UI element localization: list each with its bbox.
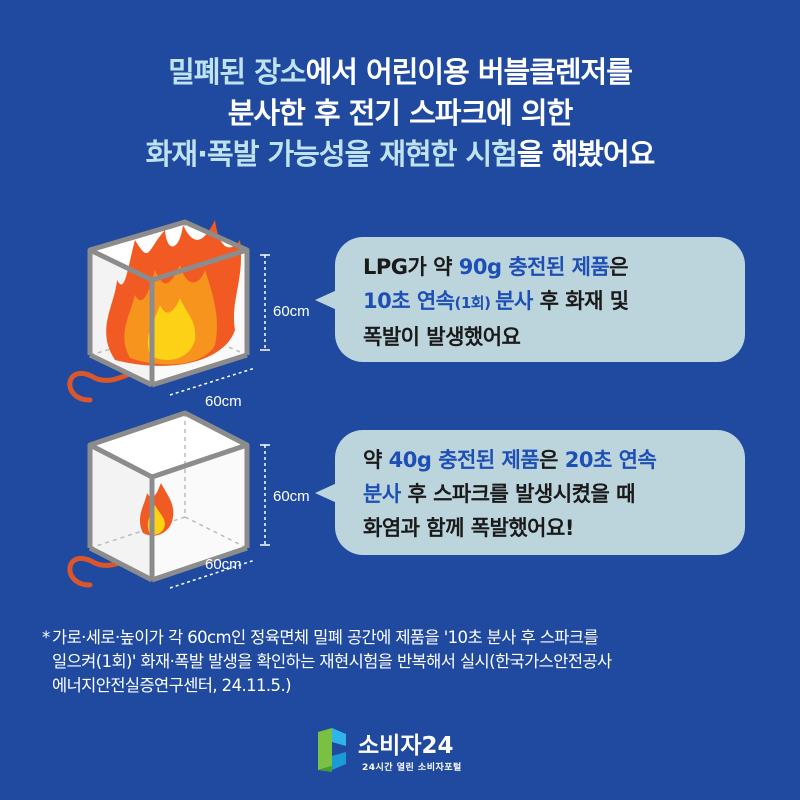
footnote-line-1: 가로·세로·높이가 각 60cm인 정육면체 밀폐 공간에 제품을 '10초 분… — [52, 628, 599, 647]
headline: 밀폐된 장소에서 어린이용 버블클렌저를 분사한 후 전기 스파크에 의한 화재… — [0, 52, 800, 175]
footnote-line-2: 일으켜(1회)' 화재·폭발 발생을 확인하는 재현시험을 반복해서 실시(한국… — [52, 652, 612, 671]
footnote-line-3: 에너지안전실증연구센터, 24.11.5.) — [52, 676, 292, 695]
consumer24-logo: 소비자24 24시간 열린 소비자포털 — [312, 722, 502, 782]
height-label: 60cm — [273, 303, 310, 320]
bubble1-line-2: 10초 연속(1회) 분사 후 화재 및 — [363, 289, 629, 313]
bubble2-line-3: 화염과 함께 폭발했어요! — [363, 516, 574, 540]
logo-name: 소비자24 — [358, 733, 454, 759]
test-cube-small-fire: 60cm 60cm — [67, 410, 310, 589]
consumer24-logo-icon — [318, 728, 346, 772]
headline-line-2: 분사한 후 전기 스파크에 의한 — [227, 96, 574, 130]
result-bubble-2: 약 40g 충전된 제품은 20초 연속 분사 후 스파크를 발생시켰을 때 화… — [315, 430, 745, 555]
footnote: * 가로·세로·높이가 각 60cm인 정육면체 밀폐 공간에 제품을 '10초… — [42, 626, 762, 698]
power-cable — [67, 555, 98, 588]
headline-line-1: 밀폐된 장소에서 어린이용 버블클렌저를 — [168, 55, 633, 89]
fire-icon-large — [106, 220, 242, 366]
height-label: 60cm — [273, 488, 310, 505]
bubble1-line-1: LPG가 약 90g 충전된 제품은 — [363, 255, 629, 279]
depth-label: 60cm — [205, 393, 242, 410]
result-bubble-1: LPG가 약 90g 충전된 제품은 10초 연속(1회) 분사 후 화재 및 … — [315, 237, 745, 362]
headline-line-3: 화재·폭발 가능성을 재현한 시험을 해봤어요 — [145, 137, 656, 171]
power-cable — [67, 370, 98, 403]
bubble2-line-1: 약 40g 충전된 제품은 20초 연속 — [363, 448, 657, 472]
depth-label: 60cm — [205, 556, 242, 573]
test-cube-large-fire: 60cm 60cm — [67, 219, 310, 410]
bubble1-line-3: 폭발이 발생했어요 — [363, 325, 521, 349]
logo-subtitle: 24시간 열린 소비자포털 — [362, 763, 462, 773]
bubble2-line-2: 분사 후 스파크를 발생시켰을 때 — [363, 482, 635, 506]
footnote-star: * — [42, 628, 50, 647]
